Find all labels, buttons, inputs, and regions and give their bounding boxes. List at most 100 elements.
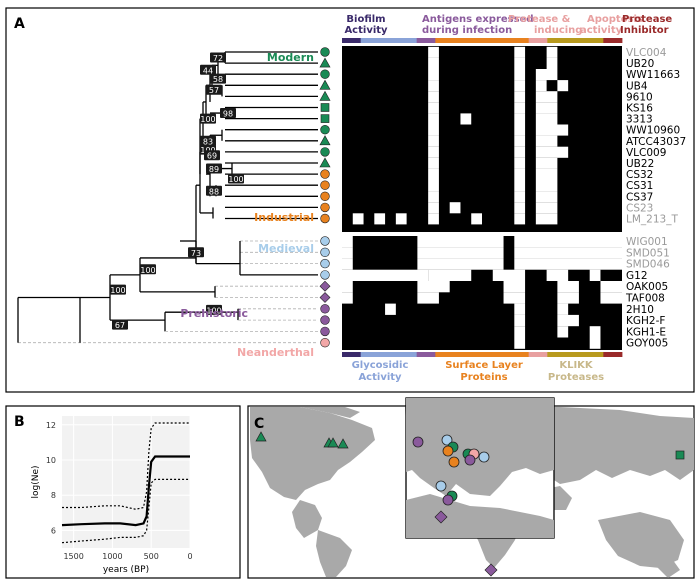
gene-presence-heatmap — [342, 46, 622, 350]
group-label-modern: Modern — [267, 51, 314, 64]
heatmap-cell-absent — [492, 269, 526, 281]
heatmap-cell-absent — [503, 281, 526, 293]
strip-segment-bottom — [528, 352, 548, 357]
bootstrap-badge — [200, 135, 216, 146]
strip-segment-top — [472, 38, 492, 43]
strip-segment-bottom — [398, 352, 418, 357]
sample-name: VLC009 — [626, 147, 666, 159]
heatmap-cell-absent — [342, 269, 429, 281]
cat-apoptosis-l2: activity — [580, 25, 623, 36]
strip-segment-top — [603, 38, 623, 43]
heatmap-cell-absent — [535, 135, 558, 147]
heatmap-cell-absent — [600, 281, 622, 293]
sample-name: G12 — [626, 270, 648, 282]
heatmap-cell-absent — [428, 202, 439, 214]
sample-name: WW11663 — [626, 69, 680, 81]
heatmap-cell-absent — [428, 69, 439, 81]
heatmap-cell-absent — [428, 57, 439, 69]
heatmap-cell-absent — [535, 113, 558, 125]
heatmap-cell-absent — [428, 124, 439, 136]
heatmap-cell-absent — [514, 146, 526, 158]
heatmap-cell-absent — [352, 213, 364, 225]
heatmap-cell-absent — [514, 180, 526, 192]
sample-marker-modern — [319, 57, 331, 68]
heatmap-cell-absent — [535, 146, 569, 158]
sample-name: KGH1-E — [626, 326, 666, 338]
bootstrap-badge — [112, 319, 128, 330]
group-label-prehistoric: Prehistoric — [180, 307, 248, 320]
sample-marker-neanderthal — [320, 338, 330, 348]
sample-marker-prehistoric — [319, 292, 331, 303]
panel-b-letter: B — [14, 414, 25, 430]
south-america-shape — [316, 530, 352, 577]
sample-marker-medieval — [320, 270, 330, 280]
heatmap-cell-absent — [546, 269, 569, 281]
category-strip-top — [342, 38, 623, 43]
heatmap-cell-absent — [428, 91, 439, 103]
group-label-industrial: Industrial — [254, 211, 314, 224]
strip-segment-bottom — [547, 352, 567, 357]
sample-marker-industrial — [320, 191, 330, 202]
bootstrap-value: 100 — [110, 286, 125, 295]
heatmap-cell-absent — [428, 46, 439, 58]
strip-segment-top — [566, 38, 586, 43]
ne-ytick: 6 — [51, 526, 56, 535]
heatmap-cell-absent — [514, 337, 526, 349]
heatmap-cell-absent — [535, 213, 558, 225]
strip-segment-top — [435, 38, 455, 43]
sample-marker-industrial — [320, 202, 330, 213]
heatmap-cell-absent — [514, 314, 526, 327]
sample-name: VLC004 — [626, 47, 667, 59]
strip-segment-bottom — [566, 352, 586, 357]
sample-names: VLC004UB20WW11663UB49610KS163313WW10960A… — [625, 47, 686, 350]
bootstrap-value: 100 — [140, 266, 155, 275]
heatmap-cell-absent — [428, 80, 439, 92]
sample-marker-modern — [319, 90, 331, 101]
heatmap-cell-absent — [428, 135, 439, 147]
sample-name: 2H10 — [626, 304, 654, 316]
bootstrap-badge — [110, 284, 126, 295]
heatmap-cell-absent — [428, 157, 439, 169]
heatmap-cell-absent — [342, 258, 353, 270]
bootstrap-badge — [228, 173, 244, 184]
heatmap-cell-absent — [428, 180, 439, 192]
ne-plot-area — [62, 416, 190, 548]
sample-name: SMD051 — [626, 247, 670, 259]
panel-a-letter: A — [14, 16, 25, 32]
heatmap-cell-absent — [535, 69, 558, 81]
strip-segment-bottom — [510, 352, 530, 357]
heatmap-cell-absent — [514, 326, 526, 338]
bootstrap-value: 67 — [115, 321, 125, 330]
strip-segment-bottom — [603, 352, 623, 357]
heatmap-cell-absent — [535, 91, 558, 103]
strip-segment-bottom — [416, 352, 436, 357]
sample-name: KGH2-F — [626, 315, 665, 327]
strip-segment-top — [510, 38, 530, 43]
sample-marker-industrial — [320, 180, 330, 190]
ne-xtick: 0 — [187, 552, 192, 561]
strip-segment-top — [584, 38, 604, 43]
heatmap-cell-absent — [428, 102, 439, 114]
sample-name: WIG001 — [626, 236, 668, 248]
strip-segment-bottom — [379, 352, 399, 357]
heatmap-cell-absent — [503, 292, 526, 304]
heatmap-cell-absent — [514, 80, 526, 92]
group-label-neanderthal: Neanderthal — [237, 346, 314, 359]
heatmap-cell-absent — [557, 281, 579, 293]
heatmap-cell-absent — [374, 213, 386, 225]
ne-ytick: 12 — [46, 421, 56, 430]
map-marker-modern — [675, 450, 685, 460]
bootstrap-value: 44 — [203, 66, 213, 75]
bootstrap-badge — [188, 247, 204, 258]
sample-marker-medieval — [320, 247, 330, 258]
heatmap-cell-absent — [342, 292, 353, 304]
bootstrap-badge — [206, 84, 222, 95]
ne-xtick: 1000 — [102, 552, 122, 561]
heatmap-cell-absent — [342, 235, 353, 248]
bootstrap-value: 100 — [200, 115, 215, 124]
heatmap-cell-absent — [589, 269, 601, 281]
sample-name: CS23 — [626, 202, 653, 214]
sample-markers — [319, 47, 331, 348]
strip-segment-bottom — [491, 352, 511, 357]
cat-antigens-l2: during infection — [422, 25, 512, 36]
